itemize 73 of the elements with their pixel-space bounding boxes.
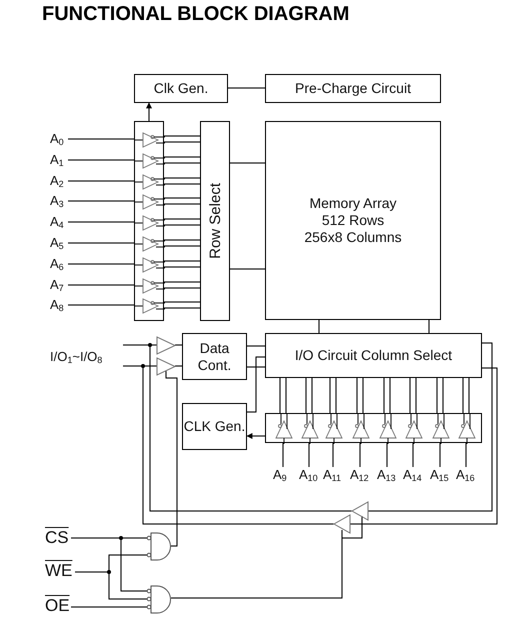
pin-label: A$_{2}$ (50, 173, 64, 192)
connector-line (68, 284, 134, 286)
pin-label: A$_{9}$ (273, 467, 287, 486)
connector-line (70, 538, 148, 592)
connector-line (308, 442, 310, 468)
connector-line (164, 136, 200, 308)
buffer-symbol (334, 515, 350, 533)
block-label: Memory Array (309, 195, 397, 212)
connector-line (350, 368, 498, 524)
pin-label: A$_{13}$ (377, 467, 396, 486)
connector-line (332, 442, 334, 468)
connector-line (386, 442, 388, 468)
pin-label: A$_{12}$ (350, 467, 369, 486)
connector-line (368, 342, 492, 512)
pin-label: A$_{4}$ (50, 214, 64, 233)
block-label: Data Cont. (196, 340, 232, 374)
and-gate-symbol (147, 533, 171, 560)
block-label: CLK Gen. (184, 418, 246, 435)
connector-line (68, 242, 134, 244)
connector-line (280, 378, 470, 414)
pin-label: I/O$_{1}$~I/O$_{8}$ (50, 349, 102, 368)
clock-generator-box (182, 403, 247, 450)
pin-label: A$_{5}$ (50, 235, 64, 254)
arrow (246, 433, 266, 439)
connector-line (174, 344, 182, 346)
arrow (146, 102, 152, 122)
connector-line (122, 366, 334, 524)
memory-array-box (265, 121, 441, 320)
connector-line (282, 442, 284, 468)
pin-label: A$_{1}$ (50, 152, 64, 171)
connector-line (318, 320, 430, 334)
data-control-box (182, 333, 247, 380)
connector-line (166, 370, 178, 546)
buffer-symbol (157, 358, 175, 375)
pin-label: A$_{0}$ (50, 131, 64, 150)
pin-label: A$_{10}$ (299, 467, 318, 486)
block-label: Row Select (206, 183, 224, 259)
pin-label: A$_{14}$ (403, 467, 422, 486)
diagram-title: FUNCTIONAL BLOCK DIAGRAM (42, 3, 350, 26)
pin-label: A$_{6}$ (50, 256, 64, 275)
connector-line (70, 606, 148, 608)
connector-line (68, 180, 134, 182)
pin-label: A$_{3}$ (50, 193, 64, 212)
pin-label: A$_{8}$ (50, 297, 64, 316)
pin-label: OE (45, 598, 70, 614)
connector-line (68, 304, 134, 306)
io-circuit-box (265, 333, 482, 378)
connector-line (170, 530, 342, 598)
buffer-symbol (352, 502, 368, 520)
connector-line (246, 346, 266, 368)
precharge-circuit-box (265, 74, 441, 103)
connector-line (246, 356, 266, 412)
connector-line (412, 442, 414, 468)
connector-line (68, 138, 134, 140)
pin-label: A$_{7}$ (50, 277, 64, 296)
clock-generator-box (134, 74, 228, 103)
block-label: 256x8 Columns (304, 229, 402, 246)
block-label: Clk Gen. (154, 80, 208, 97)
connector-line (122, 344, 352, 512)
buffer-symbol (157, 337, 175, 354)
connector-line (230, 162, 266, 270)
block-label: 512 Rows (322, 212, 384, 229)
connector-line (68, 200, 134, 202)
pin-label: CS (45, 530, 69, 546)
pin-label: A$_{15}$ (430, 467, 449, 486)
block-label: I/O Circuit Column Select (294, 347, 452, 364)
pin-label: A$_{16}$ (456, 467, 475, 486)
pin-label: A$_{11}$ (323, 467, 342, 486)
block-label: Pre-Charge Circuit (295, 80, 411, 97)
connector-line (74, 572, 148, 600)
and-gate-symbol (147, 586, 171, 613)
pin-label: WE (45, 563, 72, 579)
row-select-box (200, 121, 230, 321)
